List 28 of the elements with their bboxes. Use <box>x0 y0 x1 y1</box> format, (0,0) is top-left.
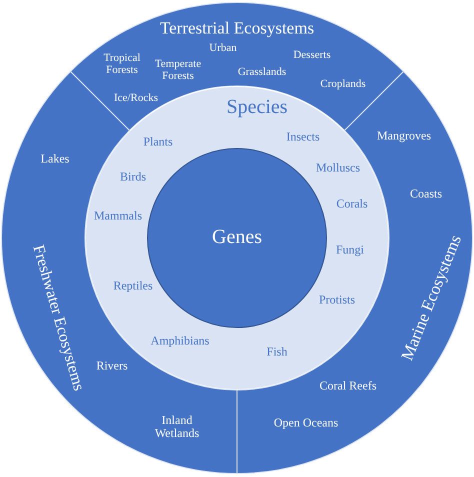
item-label: Mangroves <box>377 129 431 143</box>
item-label: Lakes <box>40 152 70 166</box>
center-title: Genes <box>212 226 262 248</box>
item-label: Mammals <box>94 209 142 223</box>
item-label: Urban <box>209 42 237 54</box>
item-label: Croplands <box>320 78 366 90</box>
item-label: Rivers <box>96 359 128 373</box>
item-label: Reptiles <box>113 279 153 293</box>
item-label: Tropical Forests <box>102 52 142 76</box>
item-label: Grasslands <box>238 66 286 78</box>
item-label: Plants <box>143 135 173 149</box>
item-label: Coral Reefs <box>320 379 376 393</box>
item-label: Inland Wetlands <box>154 414 200 440</box>
item-label: Temperate Forests <box>154 58 202 82</box>
item-label: Fish <box>266 345 288 359</box>
item-label: Molluscs <box>316 161 360 175</box>
item-label: Coasts <box>410 187 442 201</box>
item-label: Protists <box>319 293 355 307</box>
sector-title: Terrestrial Ecosystems <box>160 20 314 38</box>
item-label: Fungi <box>336 243 364 257</box>
item-label: Insects <box>286 130 320 144</box>
item-label: Amphibians <box>150 334 210 348</box>
item-label: Ice/Rocks <box>114 92 158 104</box>
item-label: Corals <box>336 197 368 211</box>
item-label: Open Oceans <box>274 416 338 430</box>
item-label: Birds <box>120 170 146 184</box>
ring-title: Species <box>226 96 288 118</box>
item-label: Desserts <box>293 48 331 62</box>
